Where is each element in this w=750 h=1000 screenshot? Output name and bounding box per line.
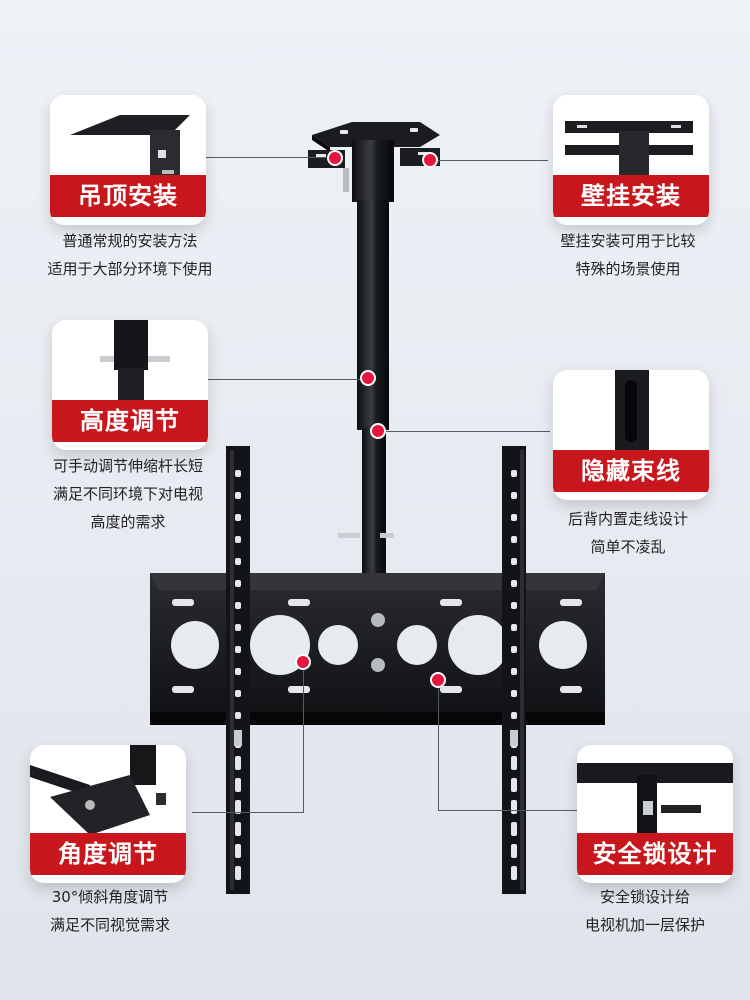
rail-hole — [235, 866, 241, 880]
connector-line-angle-v — [303, 662, 304, 812]
rail-hole — [511, 602, 517, 609]
feature-title: 吊顶安装 — [50, 175, 206, 217]
feature-desc: 壁挂安装可用于比较 特殊的场景使用 — [560, 232, 696, 278]
rail-hole — [235, 470, 241, 477]
rail-hole — [511, 800, 517, 814]
feature-desc: 后背内置走线设计 简单不凌乱 — [567, 510, 688, 556]
feature-card-angle: 角度调节 — [30, 745, 186, 883]
feature-title: 安全锁设计 — [577, 833, 733, 875]
rail-holes — [235, 470, 517, 880]
cable-channel-thumbnail — [615, 370, 649, 452]
rail-hole — [511, 536, 517, 543]
feature-desc: 普通常规的安装方法 适用于大部分环境下使用 — [47, 232, 213, 278]
rail-hole — [511, 514, 517, 521]
feature-card-lock: 安全锁设计 — [577, 745, 733, 883]
rail-hole — [235, 712, 241, 719]
rail-hole — [235, 558, 241, 565]
rail-hole — [235, 492, 241, 499]
feature-desc: 可手动调节伸缩杆长短 满足不同环境下对电视 高度的需求 — [52, 457, 203, 531]
rail-hole — [511, 712, 517, 719]
rail-hole — [511, 646, 517, 653]
rail-hole — [235, 756, 241, 770]
rail-hole — [235, 690, 241, 697]
rail-hole — [511, 822, 517, 836]
wall-bracket-thumbnail — [565, 121, 693, 181]
rail-hole — [235, 822, 241, 836]
rail-hole — [511, 624, 517, 631]
rail-hole — [511, 580, 517, 587]
rail-hole — [235, 580, 241, 587]
rail-hole — [235, 624, 241, 631]
telescopic-pole — [338, 140, 394, 576]
feature-title: 角度调节 — [30, 833, 186, 875]
connector-line-ceiling — [205, 157, 335, 158]
connector-line-wall — [430, 160, 548, 161]
feature-desc: 安全锁设计给 电视机加一层保护 — [584, 888, 705, 934]
marker-dot-wall — [422, 152, 438, 168]
feature-desc: 30°倾斜角度调节 满足不同视觉需求 — [49, 888, 170, 934]
rail-hole — [235, 536, 241, 543]
connector-line-lock-h — [438, 810, 578, 811]
marker-dot-angle — [295, 654, 311, 670]
marker-dot-lock — [430, 672, 446, 688]
connector-line-angle-h — [192, 812, 304, 813]
rail-hole — [235, 646, 241, 653]
angle-joint-thumbnail — [30, 745, 166, 835]
rail-hole — [235, 668, 241, 675]
rail-hole — [235, 514, 241, 521]
marker-dot-cable — [370, 423, 386, 439]
rail-hole — [511, 470, 517, 477]
rail-hole — [235, 778, 241, 792]
back-plate — [150, 573, 605, 725]
rail-hole — [235, 844, 241, 858]
connector-line-cable — [378, 431, 550, 432]
feature-card-height: 高度调节 — [52, 320, 208, 450]
safety-lock-thumbnail — [577, 763, 733, 835]
feature-title: 高度调节 — [52, 400, 208, 442]
feature-card-cable: 隐藏束线 — [553, 370, 709, 500]
feature-title: 隐藏束线 — [553, 450, 709, 492]
rail-hole — [511, 668, 517, 675]
marker-dot-height — [360, 370, 376, 386]
feature-card-ceiling: 吊顶安装 — [50, 95, 206, 225]
marker-dot-ceiling — [327, 150, 343, 166]
feature-title: 壁挂安装 — [553, 175, 709, 217]
rail-hole — [235, 800, 241, 814]
feature-card-wall: 壁挂安装 — [553, 95, 709, 225]
connector-line-lock-v — [438, 680, 439, 810]
connector-line-height — [208, 379, 368, 380]
rail-hole — [511, 866, 517, 880]
rail-hole — [235, 602, 241, 609]
rail-hole — [511, 778, 517, 792]
rail-hole — [511, 756, 517, 770]
rail-hole — [511, 844, 517, 858]
rail-hole — [511, 690, 517, 697]
rail-hole — [511, 558, 517, 565]
rail-hole — [511, 492, 517, 499]
